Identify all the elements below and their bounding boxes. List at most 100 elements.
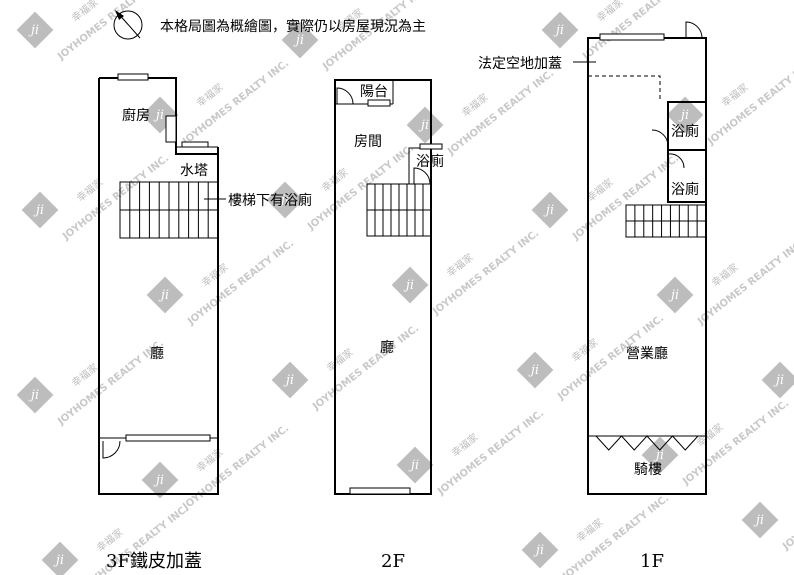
watermark-logo: ji xyxy=(666,96,704,134)
watermark-seal-text: 幸福家 xyxy=(719,81,751,110)
watermark-brand-text: JOYHOMES REALTY INC. xyxy=(580,0,691,63)
floor-caption-2f: 2F xyxy=(381,551,405,572)
watermark-seal-text: 幸福家 xyxy=(74,176,106,205)
watermark-brand-text: JOYHOMES REALTY INC. xyxy=(695,238,794,328)
watermark-logo: ji xyxy=(531,191,569,229)
svg-text:ji: ji xyxy=(33,203,44,218)
floor-caption-1f: 1F xyxy=(640,551,664,572)
watermark-seal-text: 幸福家 xyxy=(574,516,606,545)
svg-text:ji: ji xyxy=(773,373,784,388)
watermark-seal-text: 幸福家 xyxy=(449,431,481,460)
watermark-tile: ji JOYHOMES REALTY INC.幸福家 xyxy=(541,0,691,63)
svg-text:ji: ji xyxy=(533,543,544,558)
watermark-seal-text: 幸福家 xyxy=(199,261,231,290)
watermark-logo: ji xyxy=(16,376,54,414)
watermark-logo: ji xyxy=(271,361,309,399)
svg-text:ji: ji xyxy=(53,553,64,568)
svg-text:ji: ji xyxy=(678,108,689,123)
watermark-seal-text: 幸福家 xyxy=(194,446,226,475)
watermark-seal-text: 幸福家 xyxy=(709,261,741,290)
svg-text:ji: ji xyxy=(418,118,429,133)
north-arrow-icon xyxy=(113,10,143,40)
area-label-legal-open-space: 法定空地加蓋 xyxy=(478,56,562,72)
room-label-business-hall: 營業廳 xyxy=(626,345,668,362)
stairs xyxy=(367,184,431,236)
disclaimer-note: 本格局圖為概繪圖，實際仍以房屋現況為主 xyxy=(160,18,426,35)
svg-text:ji: ji xyxy=(28,388,39,403)
floor-plan-2f: 陽台 房間 浴廁 廳 2F xyxy=(334,79,444,572)
room-label-kitchen: 廚房 xyxy=(122,107,150,124)
watermark-logo: ji xyxy=(641,436,679,474)
watermark-seal-text: 幸福家 xyxy=(69,361,101,390)
watermark-logo: ji xyxy=(141,461,179,499)
watermark-seal-text: 幸福家 xyxy=(594,0,626,24)
watermark-brand-text: JOYHOMES REALTY INC. xyxy=(55,0,166,63)
room-label-arcade: 騎樓 xyxy=(634,462,662,478)
watermark-logo: ji xyxy=(21,191,59,229)
watermark-seal-text: 幸福家 xyxy=(569,336,601,365)
watermark-logo: ji xyxy=(396,446,434,484)
svg-text:ji: ji xyxy=(543,203,554,218)
svg-text:ji: ji xyxy=(153,473,164,488)
watermark-seal-text: 幸福家 xyxy=(444,251,476,280)
watermark-logo: ji xyxy=(521,531,559,569)
svg-text:ji: ji xyxy=(293,33,304,48)
floor-plan-1f: 法定空地加蓋 浴廁 浴廁 營業廳 騎樓 1F xyxy=(478,21,707,572)
note-stairs-bathroom: 樓梯下有浴廁 xyxy=(228,192,312,209)
watermark-logo: ji xyxy=(656,276,694,314)
svg-text:ji: ji xyxy=(28,23,39,38)
svg-text:ji: ji xyxy=(553,23,564,38)
svg-text:ji: ji xyxy=(753,513,764,528)
floor-plan-3f: 廚房 水塔 樓梯下有浴廁 廳 3F鐵皮加蓋 xyxy=(98,73,312,572)
room-label-hall-3f: 廳 xyxy=(150,345,164,362)
svg-text:ji: ji xyxy=(668,288,679,303)
watermark-brand-text: JOYHOMES REALTY INC. xyxy=(320,0,431,73)
room-label-hall-2f: 廳 xyxy=(380,339,394,356)
room-label-bathroom-2f: 浴廁 xyxy=(416,153,444,170)
room-label-bathroom-1f-a: 浴廁 xyxy=(671,123,699,140)
watermark-logo: ji xyxy=(406,106,444,144)
watermark-logo: ji xyxy=(741,501,779,539)
svg-text:ji: ji xyxy=(528,363,539,378)
svg-text:ji: ji xyxy=(403,278,414,293)
watermark-seal-text: 幸福家 xyxy=(694,421,726,450)
room-label-bathroom-1f-b: 浴廁 xyxy=(671,181,699,198)
watermark-logo: ji xyxy=(541,11,579,49)
stairs xyxy=(626,205,706,237)
watermark-brand-text: JOYHOMES REALTY INC. xyxy=(705,58,794,148)
watermark-logo: ji xyxy=(391,266,429,304)
watermark-logo: ji xyxy=(41,541,79,575)
svg-text:ji: ji xyxy=(158,288,169,303)
svg-text:ji: ji xyxy=(408,458,419,473)
svg-text:ji: ji xyxy=(153,108,164,123)
room-label-room: 房間 xyxy=(354,134,382,150)
watermark-logo: ji xyxy=(16,11,54,49)
room-label-balcony: 陽台 xyxy=(360,84,388,100)
watermark-seal-text: 幸福家 xyxy=(69,0,101,24)
stairs xyxy=(120,182,218,238)
svg-text:ji: ji xyxy=(653,448,664,463)
floor-caption-3f: 3F鐵皮加蓋 xyxy=(106,551,202,572)
svg-text:ji: ji xyxy=(283,373,294,388)
watermark-brand-text: JOYHOMES REALTY INC. xyxy=(780,463,794,553)
watermark-tile: ji JOYHOMES REALTY INC.幸福家 xyxy=(16,0,166,63)
svg-text:ji: ji xyxy=(278,193,289,208)
watermark-seal-text: 幸福家 xyxy=(324,346,356,375)
room-label-water-tower: 水塔 xyxy=(180,163,208,179)
watermark-logo: ji xyxy=(146,276,184,314)
watermark-seal-text: 幸福家 xyxy=(194,81,226,110)
watermark-logo: ji xyxy=(516,351,554,389)
